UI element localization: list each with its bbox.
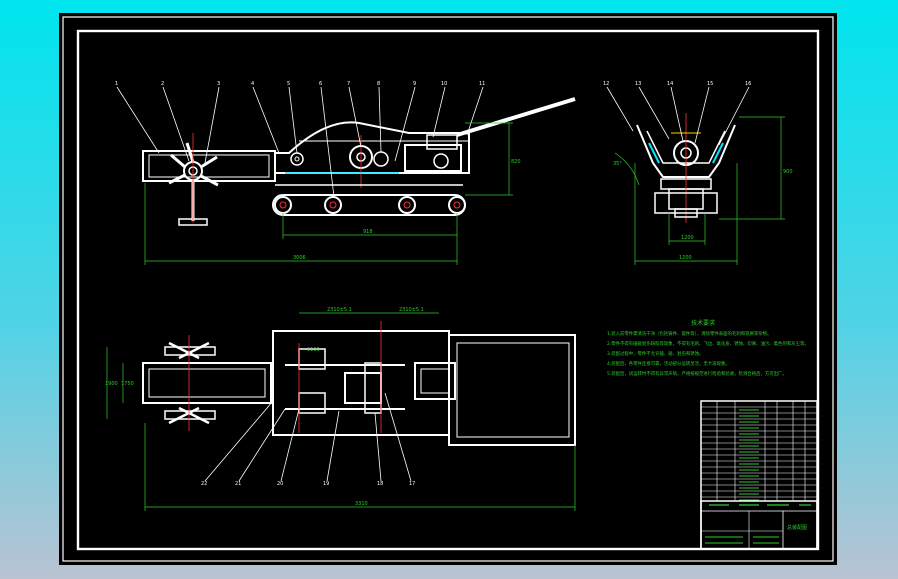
end-view: 12 13 14 15 16 1200 1200 900 35° (603, 81, 793, 265)
balloon-label: 21 (235, 481, 241, 487)
balloon-label: 9 (413, 81, 416, 87)
dim-plan-left-inner: 1750 (121, 381, 134, 387)
plan-tail-hopper (448, 334, 576, 446)
plan-dimensions: 2310±5.1 2310±5.1 1900 1750 3310 1100 (105, 307, 576, 511)
tech-line: 1.装入前零件需清洗干净（包括铸件、锻件等），清除零件表面的毛刺和铁屑等杂物。 (607, 330, 771, 337)
balloon-label: 7 (347, 81, 350, 87)
balloon-label: 3 (217, 81, 220, 87)
tech-line: 4.装配后，各零件连接可靠，活动部分运转灵活，无卡滞现象。 (607, 360, 730, 367)
balloon-label: 22 (201, 481, 207, 487)
balloon-label: 4 (251, 81, 254, 87)
balloon-label: 18 (377, 481, 383, 487)
dim-end-height: 900 (783, 169, 793, 175)
dim-plan-ref: 1100 (307, 347, 320, 353)
dim-end-base: 1200 (681, 235, 694, 241)
tech-line: 2.零件不得有磕碰划伤缺陷等现象，不得有毛刺、飞边、氧化皮、锈蚀、切屑、油污、着… (607, 340, 809, 347)
balloon-label: 1 (115, 81, 118, 87)
plan-gearbox (344, 372, 382, 404)
dim-plan-left-outer: 1900 (105, 381, 118, 387)
plan-conveyor (142, 362, 272, 404)
tech-line: 5.装配后，试运转时不得有异常声响，严格按规范进行检验和验收，检测合格后，方可出… (607, 370, 787, 377)
end-dimensions: 1200 1200 900 35° (613, 116, 793, 265)
dim-plan-top-right: 2310±5.1 (399, 307, 424, 313)
balloon-label: 8 (377, 81, 380, 87)
side-view: 1 2 3 4 5 6 7 8 9 10 11 918 3006 820 (115, 81, 576, 265)
parts-list: 总装配图 (700, 400, 818, 550)
dim-height: 820 (511, 159, 521, 165)
crawler-track (272, 194, 466, 216)
dim-plan-overall: 3310 (355, 501, 368, 507)
balloon-label: 19 (323, 481, 329, 487)
machine-body (274, 121, 470, 174)
tech-requirements: 技术要求 1.装入前零件需清洗干净（包括铸件、锻件等），清除零件表面的毛刺和铁屑… (607, 319, 809, 377)
title-block-name: 总装配图 (787, 524, 807, 531)
balloon-label: 10 (441, 81, 447, 87)
balloon-label: 6 (319, 81, 322, 87)
dim-end-overall: 1200 (679, 255, 692, 261)
motor (404, 144, 462, 172)
side-balloons: 1 2 3 4 5 6 7 8 9 10 11 (115, 81, 485, 198)
side-dimensions: 918 3006 820 (144, 122, 521, 265)
outer-frame (62, 16, 834, 562)
title-block (700, 500, 818, 550)
balloon-label: 15 (707, 81, 713, 87)
cad-drawing: 1 2 3 4 5 6 7 8 9 10 11 918 3006 820 (62, 16, 834, 562)
track-wheels (274, 196, 466, 214)
balloon-label: 14 (667, 81, 673, 87)
drawing-sheet: 1 2 3 4 5 6 7 8 9 10 11 918 3006 820 (59, 13, 837, 565)
inner-frame (76, 29, 820, 551)
balloon-label: 20 (277, 481, 283, 487)
operating-handle (456, 97, 576, 137)
end-balloons: 12 13 14 15 16 (603, 81, 751, 146)
dim-track-length: 918 (363, 229, 373, 235)
plan-view: 22 21 20 19 18 17 2310±5.1 2310±5.1 1900… (105, 307, 576, 511)
balloon-label: 16 (745, 81, 751, 87)
plan-cutters (164, 335, 216, 431)
plan-balloons: 22 21 20 19 18 17 (201, 392, 415, 487)
tech-line: 3.装配过程中，零件不允许磕、碰、划伤和锈蚀。 (607, 350, 703, 357)
balloon-label: 5 (287, 81, 290, 87)
balloon-label: 2 (161, 81, 164, 87)
tech-title: 技术要求 (691, 319, 715, 327)
balloon-label: 13 (635, 81, 641, 87)
balloon-label: 12 (603, 81, 609, 87)
dim-end-angle: 35° (613, 161, 622, 167)
balloon-label: 17 (409, 481, 415, 487)
dim-plan-top-left: 2310±5.1 (327, 307, 352, 313)
title-block-fill (705, 504, 811, 544)
balloon-label: 11 (479, 81, 485, 87)
plan-motor (414, 362, 456, 400)
dim-overall-length: 3006 (293, 255, 306, 261)
